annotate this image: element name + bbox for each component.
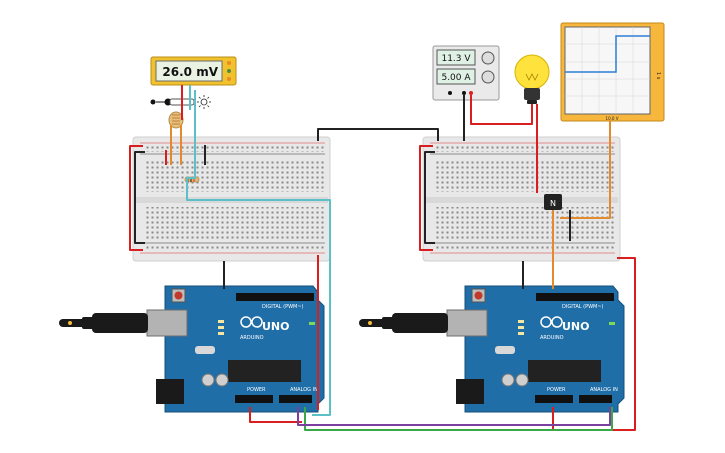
power-label: POWER [247,387,266,393]
analog-header[interactable] [279,395,312,403]
infinity-logo-icon [540,316,563,328]
arduino-brand: ARDUINO [540,335,564,341]
dial-icon [227,69,231,73]
digital-label: DIGITAL (PWM~) [262,304,304,310]
power-header[interactable] [235,395,273,403]
sun-icon [197,95,211,109]
uno-logo: UNO [262,320,290,333]
arduino-brand: ARDUINO [240,335,264,341]
infinity-logo-icon [240,316,263,328]
scope-volt-label: 10.0 V [606,116,619,121]
bulb-icon[interactable] [514,54,550,104]
power-label: POWER [547,387,566,393]
microcontroller-chip [528,360,601,382]
digital-label: DIGITAL (PWM~) [562,304,604,310]
scope-trace [565,35,650,73]
usb-cable-left [59,313,148,333]
supply-voltage: 11.3 V [441,54,471,64]
breadboard-right[interactable] [422,136,621,262]
transistor-label: N [550,199,556,208]
power-header[interactable] [535,395,573,403]
transistor[interactable]: N [544,194,562,210]
usb-port [146,309,188,337]
light-slider[interactable] [150,98,195,106]
digital-header[interactable] [536,293,614,301]
digital-header[interactable] [236,293,314,301]
supply-current: 5.00 A [441,73,471,83]
analog-label: ANALOG IN [590,387,618,393]
dial-icon [227,61,231,65]
usb-port [446,309,488,337]
multimeter[interactable]: 26.0 mV [150,56,237,86]
wires[interactable] [129,85,636,431]
power-jack [456,379,484,404]
analog-header[interactable] [579,395,612,403]
scope-time-label: 1 s [655,72,661,80]
dial-icon [227,77,231,81]
power-jack [156,379,184,404]
multimeter-reading: 26.0 mV [162,65,218,79]
power-supply[interactable]: 11.3 V 5.00 A [432,45,500,101]
usb-cable-right [359,313,448,333]
current-knob-icon[interactable] [481,70,495,84]
microcontroller-chip [228,360,301,382]
uno-logo: UNO [562,320,590,333]
arduino-right[interactable]: DIGITAL (PWM~) POWER ANALOG IN UNO ARDUI… [446,285,625,413]
reset-button[interactable] [474,291,483,300]
arduino-left[interactable]: DIGITAL (PWM~) POWER ANALOG IN UNO ARDUI… [146,285,325,413]
analog-label: ANALOG IN [290,387,318,393]
voltage-knob-icon[interactable] [481,51,495,65]
oscilloscope[interactable]: 1 s 10.0 V [560,22,665,122]
reset-button[interactable] [174,291,183,300]
